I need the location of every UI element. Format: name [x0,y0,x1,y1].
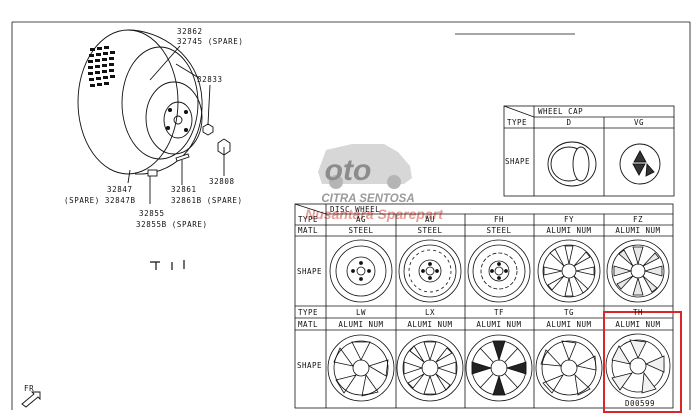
disc-wheel-type-label-2: TYPE [298,308,318,317]
disc-wheel-type-label-1: TYPE [298,215,318,224]
matl-tf: ALUMI NUM [476,320,521,329]
wheel-au-steel-icon [398,239,462,303]
matl-fh: STEEL [486,226,511,235]
type-fy: FY [564,215,574,224]
disc-wheel-shape-label-1: SHAPE [297,267,322,276]
wheel-tf-alloy-icon [465,334,533,402]
logo-brand: oto [325,154,372,187]
tire-tread-pattern [88,46,115,87]
part-32808-label: 32808 [209,177,235,186]
matl-th: ALUMI NUM [615,320,660,329]
matl-au: STEEL [417,226,442,235]
type-fz: FZ [633,215,643,224]
front-direction-arrow-icon [21,391,41,408]
small-parts-drawing [127,84,231,270]
part-32861-label: 32861 [171,185,197,194]
matl-tg: ALUMI NUM [546,320,591,329]
type-lw: LW [356,308,366,317]
part-32861b-label: 32861B (SPARE) [171,196,243,205]
wheel-cap-table [503,105,675,197]
type-fh: FH [494,215,504,224]
wheel-cap-type-vg: VG [634,118,644,127]
wheel-lw-alloy-icon [327,334,395,402]
type-th-highlight-box [603,311,682,413]
wheel-tg-alloy-icon [535,334,603,402]
matl-ag: STEEL [348,226,373,235]
part-32855b-label: 32855B (SPARE) [136,220,208,229]
disc-wheel-matl-label-1: MATL [298,226,318,235]
page-frame [11,21,691,410]
wheel-ag-steel-icon [329,239,393,303]
brand-logo: oto CITRA SENTOSA Nusantara Sparepart [305,144,444,222]
part-32847-label: 32847 [107,185,133,194]
wheel-fh-steel-icon [467,239,531,303]
wheel-cap-d-icon [547,141,597,187]
disc-wheel-shape-label-2: SHAPE [297,361,322,370]
part-32855-label: 32855 [139,209,165,218]
part-32833-label: 32833 [197,75,223,84]
wheel-fz-alloy-icon [606,239,670,303]
disc-wheel-table [294,203,674,409]
wheel-cap-title: WHEEL CAP [538,107,583,116]
disc-wheel-matl-label-2: MATL [298,320,318,329]
tire-assembly-drawing [77,29,203,175]
matl-fy: ALUMI NUM [546,226,591,235]
type-tf: TF [494,308,504,317]
type-au: AU [425,215,435,224]
logo-line1: CITRA SENTOSA [321,193,414,205]
part-32745-label: 32745 (SPARE) [177,37,244,46]
part-32847b-label: (SPARE) 32847B [64,196,136,205]
type-ag: AG [356,215,366,224]
wheel-cap-type-label: TYPE [507,118,527,127]
type-lx: LX [425,308,435,317]
part-32862-label: 32862 [177,27,203,36]
wheel-th-alloy-icon [605,333,671,399]
wheel-fy-alloy-icon [537,239,601,303]
wheel-cap-type-d: D [566,118,571,127]
type-tg: TG [564,308,574,317]
drawing-number: D00599 [625,399,655,408]
matl-fz: ALUMI NUM [615,226,660,235]
wheel-cap-shape-label: SHAPE [505,157,530,166]
front-direction-label: FR [24,384,35,393]
matl-lx: ALUMI NUM [407,320,452,329]
wheel-lx-alloy-icon [396,334,464,402]
type-th: TH [633,308,643,317]
matl-lw: ALUMI NUM [338,320,383,329]
disc-wheel-title: DISC WHEEL [330,205,380,214]
wheel-cap-vg-icon [619,143,661,185]
